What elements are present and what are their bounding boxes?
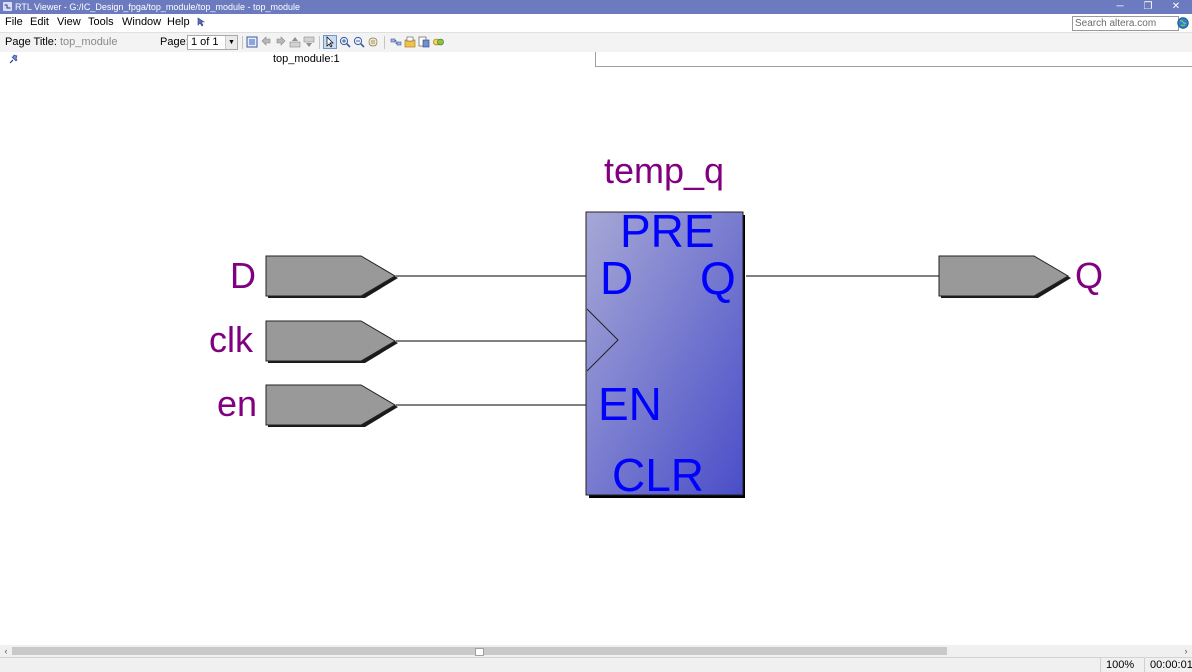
window-title: RTL Viewer - G:/IC_Design_fpga/top_modul… [15, 2, 300, 12]
register-port-en: EN [598, 378, 662, 430]
tab-underline [595, 66, 1192, 67]
toolbar-separator [242, 36, 243, 49]
input-label-en: en [217, 383, 258, 424]
register-port-pre: PRE [620, 205, 715, 257]
pin-icon[interactable] [8, 54, 19, 65]
register-port-d: D [600, 252, 633, 304]
find-icon[interactable] [432, 36, 444, 48]
chevron-down-icon[interactable]: ▼ [225, 36, 237, 49]
filter-icon[interactable] [390, 36, 402, 48]
elapsed-time: 00:00:01 [1150, 659, 1192, 671]
hierarchy-up-icon[interactable] [289, 36, 301, 48]
menu-bar: File Edit View Tools Window Help [0, 14, 1192, 31]
page-title-field: top_module [60, 36, 118, 48]
register-port-q: Q [700, 252, 736, 304]
register-temp-q[interactable]: PRE D Q EN CLR [585, 205, 745, 501]
menu-tools[interactable]: Tools [88, 16, 114, 28]
open-netlist-icon[interactable] [404, 36, 416, 48]
menu-edit[interactable]: Edit [30, 16, 49, 28]
output-port-q[interactable] [938, 255, 1071, 298]
zoom-level: 100% [1106, 659, 1135, 671]
menu-help[interactable]: Help [167, 16, 190, 28]
search-input[interactable] [1072, 16, 1179, 31]
tab-strip: top_module:1 [0, 52, 1192, 67]
scroll-left-icon[interactable]: ‹ [4, 646, 8, 656]
input-label-clk: clk [209, 319, 253, 360]
page-select-value: 1 of 1 [191, 36, 219, 48]
horizontal-scrollbar[interactable]: ‹ › [0, 645, 1192, 657]
tab-top-module[interactable]: top_module:1 [273, 53, 340, 65]
input-port-d[interactable] [265, 255, 398, 298]
schematic-canvas[interactable]: D clk en temp_q Q [0, 67, 1192, 645]
forward-icon[interactable] [274, 36, 286, 48]
status-divider [1100, 658, 1101, 672]
input-port-en[interactable] [265, 384, 398, 427]
toolbar-separator [319, 36, 320, 49]
page-select[interactable]: 1 of 1 ▼ [187, 35, 238, 50]
page-label: Page: [160, 36, 189, 48]
toolbar: Page Title: top_module Page: 1 of 1 ▼ [0, 32, 1192, 53]
minimize-button[interactable]: ─ [1116, 1, 1124, 12]
properties-icon[interactable] [418, 36, 430, 48]
register-name-label: temp_q [604, 150, 725, 191]
page-title-label: Page Title: [5, 36, 57, 48]
title-bar: RTL Viewer - G:/IC_Design_fpga/top_modul… [0, 0, 1192, 14]
status-divider [1144, 658, 1145, 672]
rtl-viewer-app-icon [3, 2, 12, 11]
zoom-out-icon[interactable] [353, 36, 365, 48]
zoom-tool-icon[interactable] [339, 36, 351, 48]
fit-in-window-icon[interactable] [367, 36, 379, 48]
hierarchy-down-icon[interactable] [303, 36, 315, 48]
scroll-right-icon[interactable]: › [1184, 646, 1188, 656]
help-pointer-icon[interactable] [197, 17, 207, 27]
clock-triangle-icon [586, 308, 619, 372]
menu-view[interactable]: View [57, 16, 81, 28]
selection-tool-icon[interactable] [323, 35, 337, 49]
output-label-q: Q [1075, 255, 1104, 296]
input-port-clk[interactable] [265, 320, 398, 363]
menu-window[interactable]: Window [122, 16, 162, 28]
menu-file[interactable]: File [5, 16, 23, 28]
schematic-svg: PRE D Q EN CLR [265, 205, 1071, 501]
netlist-navigator-icon[interactable] [246, 36, 258, 48]
input-label-d: D [230, 255, 256, 296]
status-bar: 100% 00:00:01 [0, 657, 1192, 672]
back-icon[interactable] [261, 36, 273, 48]
tab-divider [595, 52, 596, 67]
scroll-thumb[interactable] [475, 648, 484, 656]
restore-button[interactable]: ❐ [1143, 1, 1153, 12]
toolbar-separator [384, 36, 385, 49]
globe-icon[interactable] [1177, 17, 1189, 29]
close-button[interactable]: ✕ [1171, 1, 1181, 12]
register-port-clr: CLR [612, 449, 704, 501]
